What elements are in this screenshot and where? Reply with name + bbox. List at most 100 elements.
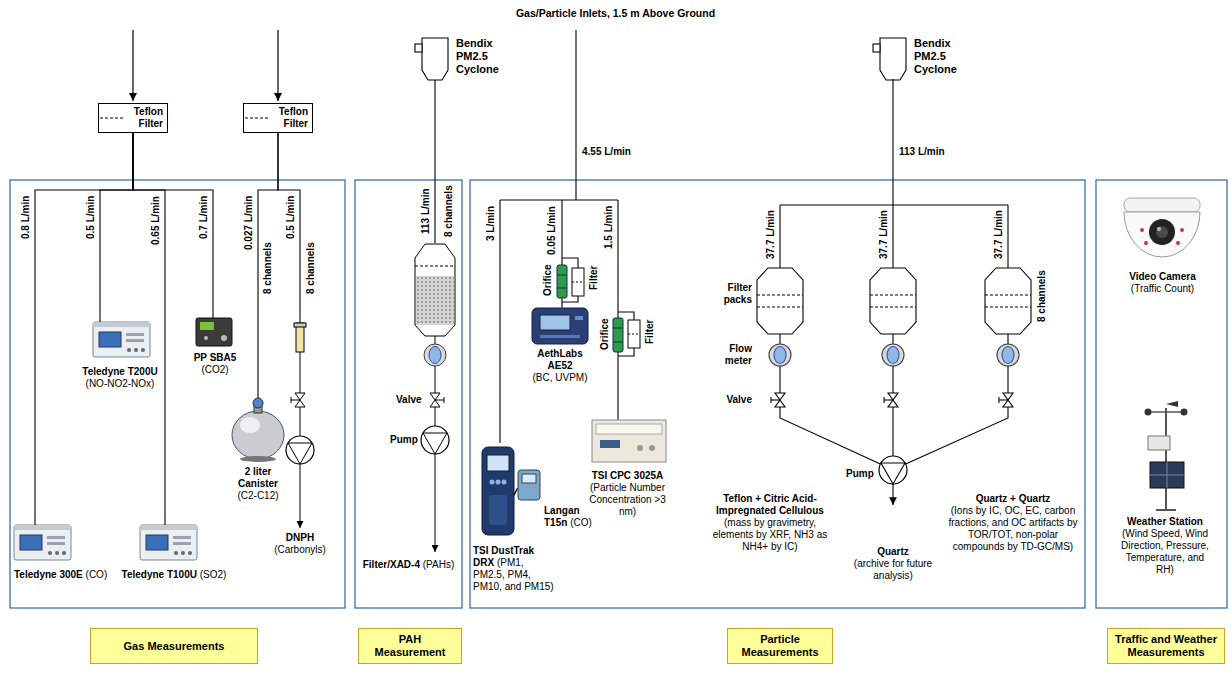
teflon-filter: Teflon Filter — [98, 103, 168, 133]
canister-icon — [253, 398, 263, 408]
pah-sampler — [435, 454, 436, 552]
instrument: TSI DustTrak DRX(PM1, PM2.5, PM4, PM10, … — [473, 445, 557, 593]
camera-icon — [1144, 241, 1148, 245]
flow-rate: 0.5 L/min — [85, 196, 97, 239]
flow-rate: 37.7 L/min — [878, 210, 890, 259]
cpc-icon — [592, 420, 666, 462]
inlet-arrow — [133, 30, 278, 101]
dnph-sampler — [286, 323, 314, 528]
teflon-filter: Teflon Filter — [243, 103, 313, 133]
node-text: Teflon Filter — [134, 106, 163, 129]
filter-pack-train — [884, 393, 898, 407]
orifice-icon — [613, 328, 623, 329]
node-text: (Traffic Count) — [1100, 283, 1225, 295]
filter-membrane — [245, 118, 270, 119]
node-text: Video Camera — [1100, 271, 1225, 283]
analysis-note: (Ions by IC, OC, EC, carbon fractions, a… — [944, 505, 1082, 553]
flow-line — [133, 133, 165, 525]
canister-icon — [232, 411, 284, 459]
pah-sampler — [435, 336, 436, 344]
dnph-sampler — [294, 323, 306, 327]
node-text: TSI CPC 3025A — [585, 470, 670, 482]
weather-station-icon — [1148, 436, 1170, 450]
node-text: DNPH — [268, 532, 332, 544]
filter-media: Teflon + Citric Acid-Impregnated Cellulo… — [712, 493, 828, 517]
weather-station-icon — [1145, 401, 1188, 510]
flow-rate: 0.7 L/min — [198, 196, 210, 239]
instrument: Teledyne T100U(SO2) — [118, 525, 230, 581]
cyclone-icon — [873, 44, 880, 52]
category-label: Particle Measurements — [727, 628, 833, 664]
weather-station-icon — [1181, 409, 1188, 416]
node-text: Teledyne T100U — [122, 569, 197, 580]
pah-sampler — [415, 266, 455, 267]
dnph-sampler — [300, 407, 301, 436]
aethalometer-icon — [532, 308, 588, 344]
instrument: DNPH(Carbonyls) — [268, 322, 332, 556]
dusttrak-icon — [502, 480, 507, 485]
panel-frame — [10, 180, 345, 608]
part-label: Filter packs — [708, 282, 752, 306]
instrument: 2 liter Canister(C2-C12) — [228, 398, 288, 502]
flow-rate: 113 L/min — [899, 146, 945, 158]
camera-icon — [1140, 228, 1144, 232]
dnph-sampler — [291, 393, 305, 407]
flow-line — [35, 133, 133, 525]
channel-count: 8 channels — [262, 242, 274, 294]
filter-pack-train — [985, 268, 1031, 334]
camera-icon — [1149, 219, 1175, 245]
node-text: (Carbonyls) — [268, 544, 332, 556]
node-text: 2 liter Canister — [228, 466, 288, 490]
node-text: Weather Station — [1118, 516, 1212, 528]
flow-rate: 1.5 L/min — [603, 206, 615, 249]
part-label: Orifice — [542, 264, 554, 296]
filter-pack-train — [999, 393, 1013, 407]
filter-media: Quartz + Quartz — [944, 493, 1082, 505]
filter-holder — [572, 282, 584, 283]
filter-pack-train — [757, 268, 803, 334]
instrument: Video Camera(Traffic Count) — [1100, 195, 1225, 295]
co-monitor-icon — [514, 470, 540, 500]
diagram-title: Gas/Particle Inlets, 1.5 m Above Ground — [0, 7, 1231, 20]
node-text: Traffic and Weather Measurements — [1111, 633, 1221, 659]
canister-icon — [240, 456, 276, 462]
node-text: PAH Measurement — [362, 633, 458, 659]
cyclone-icon — [415, 44, 422, 52]
dusttrak-icon — [482, 447, 514, 535]
aethalometer-icon — [575, 316, 583, 320]
cyclone-icon — [880, 38, 906, 80]
pah-sampler — [424, 344, 446, 366]
orifice-icon — [557, 275, 567, 276]
flow-line — [434, 80, 435, 243]
part-label: Orifice — [599, 318, 611, 350]
dnph-sampler — [300, 464, 301, 528]
pah-sampler — [435, 407, 436, 426]
flow-rate: 0.65 L/min — [150, 196, 162, 245]
weather-station-icon — [1150, 462, 1184, 488]
flow-rate: 37.7 L/min — [993, 210, 1005, 259]
instrument: Teledyne T200U(NO-NO2-NOx) — [70, 322, 170, 390]
node-text: (CO) — [570, 517, 592, 528]
instrument: Weather Station(Wind Speed, Wind Directi… — [1118, 398, 1212, 576]
filter-pack-train — [780, 79, 1008, 464]
panel-frame — [1096, 180, 1227, 608]
dusttrak-icon — [489, 495, 507, 525]
instrument: Teledyne 300E(CO) — [14, 525, 118, 581]
node-text: PP SBA5 — [180, 352, 250, 364]
part-label: Pump — [390, 434, 418, 446]
node-text: (PAHs) — [423, 559, 454, 570]
node-text: Teflon Filter — [279, 106, 308, 129]
part-label: Filter — [588, 266, 600, 290]
filter-membrane — [100, 118, 270, 119]
panel-frame — [355, 180, 462, 608]
flow-rate: 113 L/min — [420, 188, 432, 234]
filter-pack-train — [892, 484, 893, 505]
part-label: Flow meter — [708, 343, 752, 367]
flow-line — [258, 133, 278, 398]
flow-line — [100, 133, 133, 322]
part-label: Valve — [396, 394, 422, 406]
inlet-arrow — [277, 30, 278, 101]
node-text: Particle Measurements — [731, 633, 829, 659]
node-text: Gas Measurements — [124, 640, 225, 653]
